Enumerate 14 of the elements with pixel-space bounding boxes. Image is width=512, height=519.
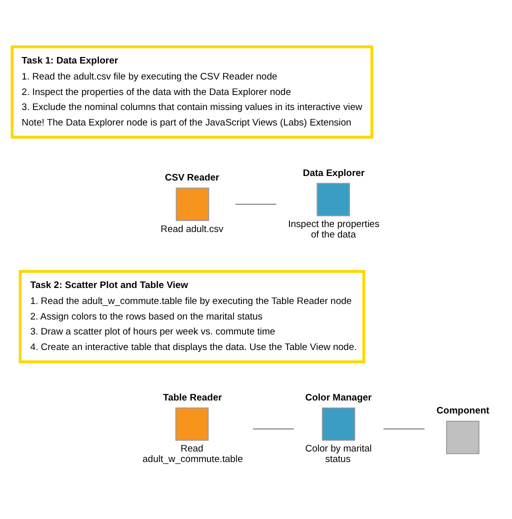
node-label: Read adult.csv [160, 224, 224, 235]
connector [252, 428, 294, 430]
node-label: Component [436, 406, 490, 417]
node-box: Task 2: Scatter Plot and Table View 1. Read the adult_w_commute.table file by executing the Table Reader node 2. Assign colors to the rows based on the marital status 3. Draw a scatter plot of hours per week vs. commute time 4. Create an interactive table that displays the data. Use the Table View node. [18, 270, 366, 364]
node-label: Color Manager [305, 392, 372, 404]
node-box: Task 1: Data Explorer 1. Read the adult.csv file by executing the CSV Reader node 2. Inspect the properties of the data with the Data Explorer node 3. Exclude the nominal columns that contain missing values in its interactive view Note! The Data Explorer node is part of the JavaScript Views (Labs) Extension [10, 45, 374, 139]
connector [384, 428, 424, 430]
node-label: Inspect the properties of the data [288, 219, 380, 241]
connector [235, 204, 276, 205]
node-label: Data Explorer [302, 168, 365, 179]
node-label: CSV Reader [164, 172, 220, 184]
node-label: Table Reader [162, 392, 222, 404]
node-label: Color by marital status [305, 444, 372, 466]
node-label: Read adult_w_commute.table [142, 444, 243, 466]
